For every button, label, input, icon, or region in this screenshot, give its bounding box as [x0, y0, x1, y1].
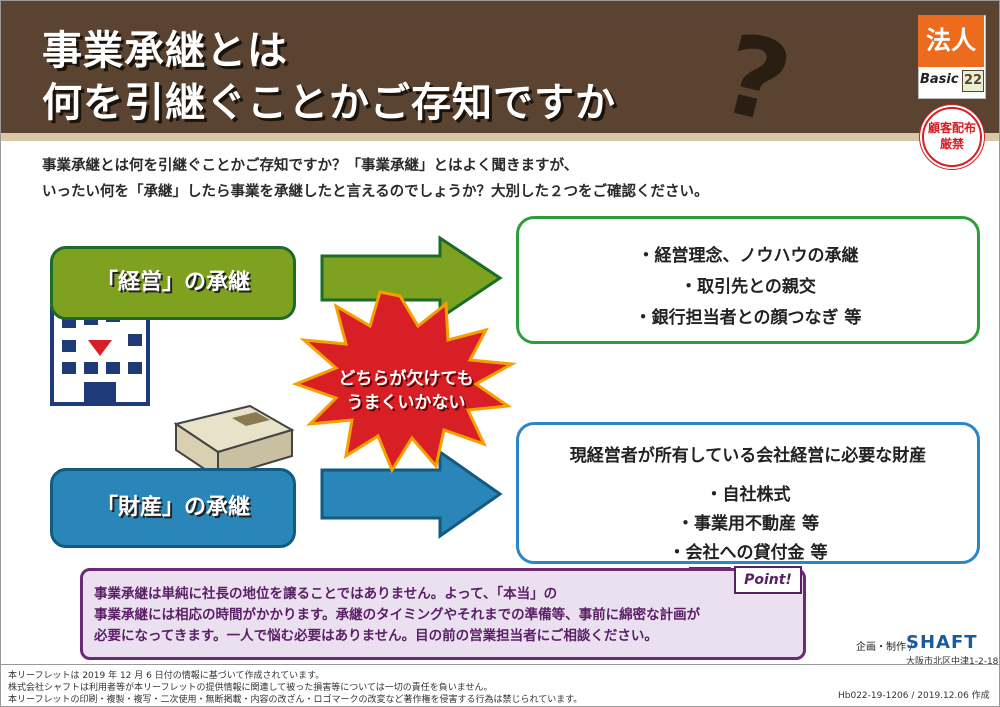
asset-item-3: ・会社への貸付金 等	[668, 543, 828, 563]
title-line-2: 何を引継ぐことかご存知ですか	[42, 80, 616, 126]
management-item-3: ・銀行担当者との顔つなぎ 等	[634, 308, 862, 328]
stamp-line-1: 顧客配布	[927, 121, 976, 135]
management-items-box: ・経営理念、ノウハウの承継 ・取引先との親交 ・銀行担当者との顔つなぎ 等	[516, 216, 980, 344]
burst-text-line-2: うまくいかない	[346, 393, 466, 413]
management-item-2: ・取引先との親交	[680, 277, 816, 297]
footer-line-2: 株式会社シャフトは利用者等が本リーフレットの提供情報に関連して被った損害等につい…	[8, 683, 493, 693]
point-line-1: 事業承継は単純に社長の地位を譲ることではありません。よって、「本当」の	[94, 586, 558, 602]
title-line-1: 事業承継とは	[42, 28, 288, 74]
point-line-2: 事業承継には相応の時間がかかります。承継のタイミングやそれまでの準備等、事前に綿…	[94, 607, 701, 623]
confidential-stamp: 顧客配布 厳禁	[922, 107, 982, 167]
stamp-line-2: 厳禁	[939, 137, 964, 151]
intro-line-2: いったい何を「承継」したら事業を承継したと言えるのでしょうか？大別した２つをご確…	[42, 184, 709, 200]
asset-items-box: 現経営者が所有している会社経営に必要な財産 ・自社株式 ・事業用不動産 等 ・会…	[516, 422, 980, 564]
asset-succession-label: 「財産」の承継	[50, 468, 296, 548]
burst-icon	[291, 290, 517, 474]
management-item-1: ・経営理念、ノウハウの承継	[637, 246, 859, 266]
footer-line-3: 本リーフレットの印刷・複製・複写・二次使用・無断掲載・内容の改ざん・ロゴマークの…	[8, 695, 583, 705]
credit-label: 企画・制作 /	[856, 642, 913, 653]
management-succession-label: 「経営」の承継	[50, 246, 296, 320]
point-box	[80, 568, 806, 660]
burst-text-line-1: どちらが欠けても	[338, 369, 474, 389]
company-logo: SHAFT	[906, 632, 978, 653]
asset-item-1: ・自社株式	[705, 485, 791, 505]
document-code: Hb022-19-1206 / 2019.12.06 作成	[838, 691, 990, 701]
category-label: 法人	[918, 15, 984, 67]
header-banner	[1, 1, 999, 133]
asset-item-2: ・事業用不動産 等	[677, 514, 819, 534]
series-number: 22	[962, 70, 984, 92]
money-stack-icon	[173, 404, 295, 480]
green-arrow-icon	[320, 235, 503, 321]
point-line-3: 必要になってきます。一人で悩む必要はありません。目の前の営業担当者にご相談くださ…	[94, 628, 658, 644]
footer-line-1: 本リーフレットは 2019 年 12 月 6 日付の情報に基づいて作成されていま…	[8, 671, 325, 681]
company-address: 大阪市北区中津1-2-18	[906, 657, 999, 667]
series-label: Basic	[920, 72, 959, 87]
footer-divider	[1, 664, 999, 665]
asset-heading: 現経営者が所有している会社経営に必要な財産	[569, 446, 927, 466]
point-tag: Point!	[734, 566, 802, 594]
header-stripe	[1, 133, 999, 141]
blue-arrow-icon	[320, 449, 503, 539]
intro-line-1: 事業承継とは何を引継ぐことかご存知ですか？「事業承継」とはよく聞きますが、	[42, 158, 579, 174]
